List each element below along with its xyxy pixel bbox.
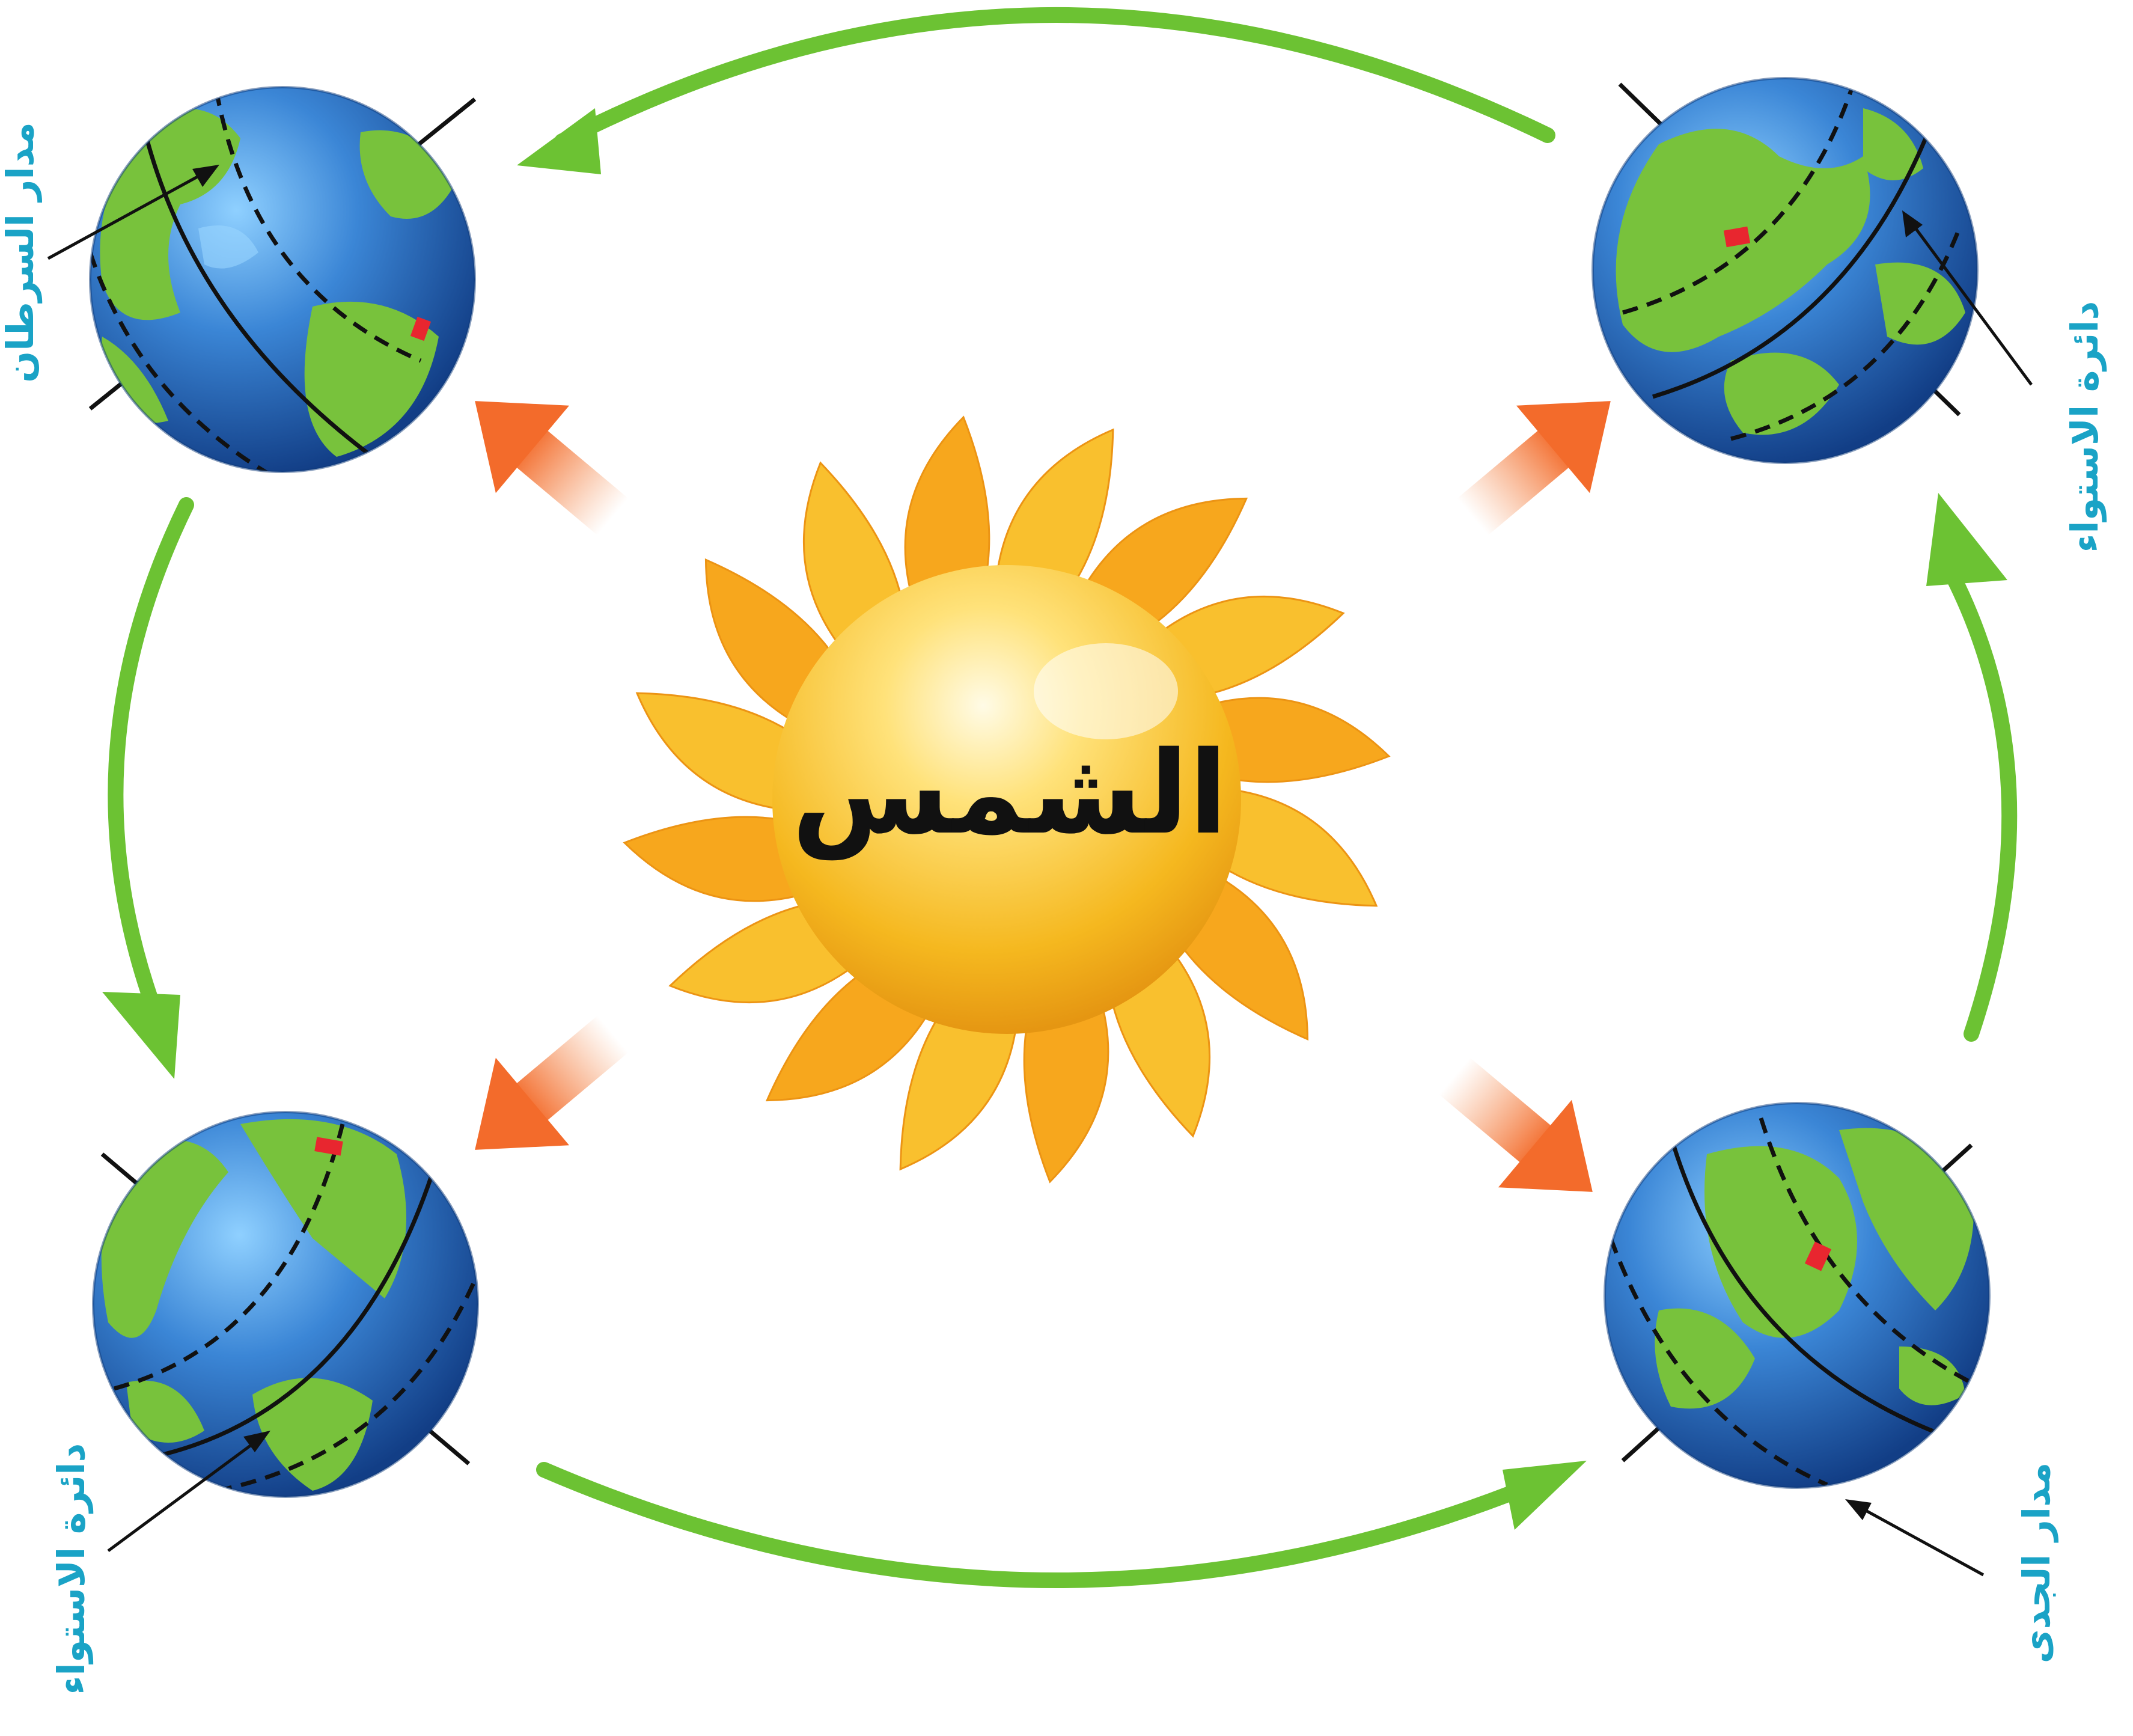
globe-top-left xyxy=(90,87,475,475)
sun-ray-arrow-top-right xyxy=(1436,357,1647,560)
sun-label: الشمس xyxy=(792,727,1228,861)
sun: الشمس xyxy=(624,417,1389,1182)
label-tropic-of-capricorn: مدار الجدى xyxy=(2015,1462,2058,1664)
orbit-arrow-left xyxy=(102,505,186,1079)
pointer-arrow-bottom-right xyxy=(1845,1499,1983,1575)
label-equator-bottom-left: دائرة الاستواء xyxy=(49,1443,93,1695)
sun-ray-arrow-top-left xyxy=(438,357,650,560)
globe-top-right xyxy=(1593,78,1977,463)
orbit-arrow-bottom xyxy=(544,1461,1587,1580)
orbit-arrow-top xyxy=(517,15,1548,174)
globe-bottom-left xyxy=(93,1112,478,1497)
label-equator-top-right: دائرة الاستواء xyxy=(2063,301,2107,553)
sun-ray-arrow-bottom-left xyxy=(438,990,650,1193)
globe-bottom-right xyxy=(1605,1103,1989,1488)
label-tropic-of-cancer: مدار السرطان xyxy=(0,122,42,383)
sun-ray-arrow-bottom-right xyxy=(1418,1032,1629,1235)
orbit-arrow-right xyxy=(1926,493,2009,1034)
